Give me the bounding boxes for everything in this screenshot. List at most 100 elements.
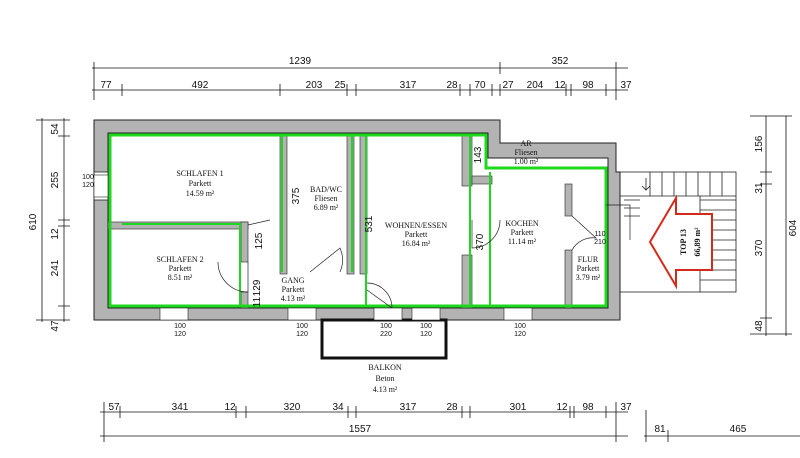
left-dim-labels: 610 54 255 12 241 47 xyxy=(28,123,61,332)
left-dimensions xyxy=(36,118,70,322)
wall-schlafen2-right xyxy=(240,221,249,263)
wall-kochen-left-low xyxy=(461,254,473,309)
top-dim-2: 203 xyxy=(306,80,323,91)
right-total: 604 xyxy=(788,219,799,236)
window-1-height: 120 xyxy=(174,331,186,338)
right-dim-3: 48 xyxy=(754,320,765,332)
bottom-dim-2: 12 xyxy=(224,402,236,413)
unit-outline-inner xyxy=(122,136,491,306)
room-kochen-name: KOCHEN xyxy=(505,219,539,228)
room-schlafen2-name: SCHLAFEN 2 xyxy=(156,255,203,264)
left-total: 610 xyxy=(28,213,39,230)
staircase xyxy=(619,171,737,293)
top-dim-10: 98 xyxy=(582,80,594,91)
interior-dims: 375 531 143 370 125 129 11 xyxy=(252,146,486,307)
door-wohnen xyxy=(366,282,393,309)
room-gang-name: GANG xyxy=(281,276,304,285)
top-dim-4: 317 xyxy=(400,80,417,91)
top-ticks xyxy=(93,62,617,100)
door-entry xyxy=(606,204,631,240)
door-gang xyxy=(217,261,249,293)
top-dim-5: 28 xyxy=(446,80,458,91)
badge-area: 66,89 m² xyxy=(693,227,702,257)
door-flur-width: 110 xyxy=(594,231,605,238)
left-dim-0: 54 xyxy=(50,123,61,135)
room-schlafen2-area: 8.51 m² xyxy=(168,273,193,282)
left-dim-1: 255 xyxy=(50,171,61,188)
right-dim-labels: 604 156 31 370 48 xyxy=(754,135,799,331)
room-balkon-floor: Beton xyxy=(375,374,394,383)
wall-flur-left-low xyxy=(564,249,573,309)
room-ar-name: AR xyxy=(520,139,532,148)
window-1-width: 100 xyxy=(174,323,186,330)
wall-ar-bottom xyxy=(471,175,493,185)
window-bottom-2 xyxy=(287,307,317,321)
bottom-right-1: 465 xyxy=(730,424,747,435)
badge-unit: TOP 13 xyxy=(679,229,688,255)
window-bottom-5 xyxy=(503,307,533,321)
room-ar-floor: Fliesen xyxy=(514,148,537,157)
window-bottom-1 xyxy=(159,307,189,321)
right-dim-0: 156 xyxy=(754,135,765,152)
room-flur-name: FLUR xyxy=(578,255,599,264)
top-dim-9: 12 xyxy=(554,80,566,91)
dim-schlafen2-height: 125 xyxy=(254,232,265,249)
window-3-width: 100 xyxy=(380,323,392,330)
unit-outline xyxy=(108,133,608,308)
window-left-height: 120 xyxy=(82,182,94,189)
room-wohnen-area: 16.84 m² xyxy=(402,239,431,248)
dim-bad-height: 375 xyxy=(291,187,302,204)
top-outer-1: 1239 xyxy=(289,56,312,67)
top-dim-6: 70 xyxy=(474,80,486,91)
room-bad-area: 6.89 m² xyxy=(314,203,339,212)
room-gang-floor: Parkett xyxy=(282,285,305,294)
top-dim-7: 27 xyxy=(502,80,514,91)
dim-gang-height: 11 xyxy=(252,296,263,307)
stair-arrow xyxy=(641,178,651,191)
window-left xyxy=(93,174,109,198)
door-kochen xyxy=(471,219,501,249)
room-balkon-area: 4.13 m² xyxy=(373,385,398,394)
window-5-height: 120 xyxy=(514,331,526,338)
room-flur-floor: Parkett xyxy=(577,264,600,273)
bottom-dim-6: 28 xyxy=(446,402,458,413)
window-bottom-3 xyxy=(373,307,403,321)
top-dim-1: 492 xyxy=(192,80,209,91)
bottom-total: 1557 xyxy=(349,424,372,435)
room-gang-area: 4.13 m² xyxy=(281,294,306,303)
right-dim-2: 370 xyxy=(754,239,765,256)
room-balkon-name: BALKON xyxy=(368,363,402,372)
opening-labels: 100 120 100 120 100 120 100 220 100 120 … xyxy=(82,174,606,338)
dim-ar-height: 143 xyxy=(473,146,484,163)
right-ticks xyxy=(750,115,792,335)
window-2-width: 100 xyxy=(296,323,308,330)
door-flur xyxy=(571,215,598,251)
unit-badge: TOP 13 66,89 m² xyxy=(648,194,713,290)
right-dim-1: 31 xyxy=(754,182,765,194)
wall-flur-left xyxy=(564,183,573,217)
room-wohnen-floor: Parkett xyxy=(405,230,428,239)
door-bad xyxy=(309,247,343,273)
window-marks xyxy=(93,174,533,321)
top-dimensions xyxy=(92,62,628,100)
dim-gang-width: 129 xyxy=(252,279,263,296)
dim-kochen-height: 370 xyxy=(475,233,486,250)
window-left-width: 100 xyxy=(82,174,94,181)
room-kochen-floor: Parkett xyxy=(511,228,534,237)
bottom-dim-3: 320 xyxy=(284,402,301,413)
left-dim-2: 12 xyxy=(50,228,61,240)
stair-steps xyxy=(620,172,736,292)
room-schlafen1-name: SCHLAFEN 1 xyxy=(176,169,223,178)
bottom-dim-8: 12 xyxy=(556,402,568,413)
left-dim-4: 47 xyxy=(50,320,61,332)
top-dim-8: 204 xyxy=(527,80,544,91)
room-wohnen-name: WOHNEN/ESSEN xyxy=(385,221,447,230)
right-dimensions xyxy=(750,115,792,336)
dim-wohnen-height: 531 xyxy=(364,215,375,232)
bottom-dim-labels: 57 341 12 320 34 317 28 301 12 98 37 155… xyxy=(108,402,746,435)
bottom-dim-1: 341 xyxy=(172,402,189,413)
badge-arrow xyxy=(648,194,713,290)
walls xyxy=(93,119,621,321)
bottom-ticks xyxy=(103,402,669,442)
